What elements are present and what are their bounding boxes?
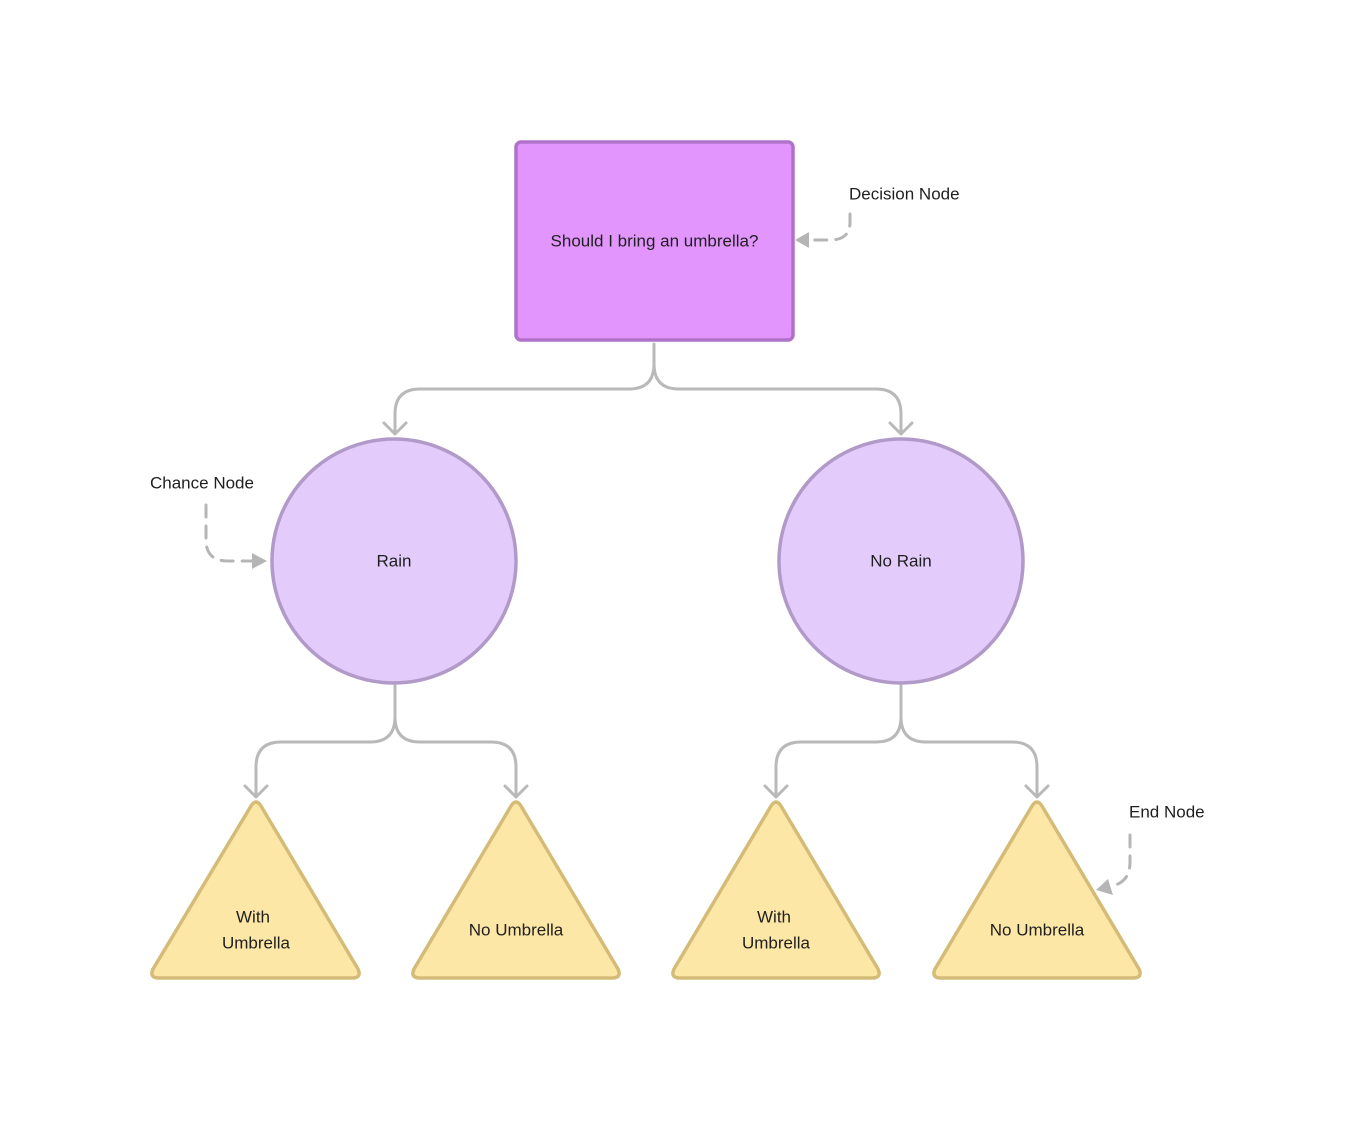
chance-node-no-rain-circle	[777, 437, 1025, 685]
connectors-rain	[243, 684, 529, 799]
callout-end-node: End Node	[1096, 802, 1205, 895]
arrowhead-no-rain	[888, 421, 914, 436]
callout-end-arrowhead	[1096, 879, 1113, 895]
decision-node-box	[514, 140, 795, 342]
connector-rain-to-without	[393, 715, 518, 798]
end-node-norain-no-umbrella[interactable]: No Umbrella	[932, 800, 1142, 980]
connector-rain-to-with	[254, 684, 397, 798]
connector-decision-to-rain	[393, 342, 656, 435]
arrowhead-rain-without	[503, 784, 529, 799]
end-node-norain-with-triangle	[671, 800, 881, 980]
end-node-rain-with-label-line1: With	[236, 907, 270, 926]
end-node-rain-without-label: No Umbrella	[469, 920, 564, 939]
connector-norain-to-with	[774, 684, 903, 798]
end-node-rain-with-label-line2: Umbrella	[222, 933, 291, 952]
chance-node-rain[interactable]: Rain	[270, 437, 518, 685]
end-node-norain-with-label-line1: With	[757, 907, 791, 926]
chance-node-no-rain-label: No Rain	[870, 551, 931, 570]
arrowhead-norain-with	[763, 784, 789, 799]
end-node-norain-without-label: No Umbrella	[990, 920, 1085, 939]
end-node-norain-without-triangle	[932, 800, 1142, 980]
chance-node-no-rain[interactable]: No Rain	[777, 437, 1025, 685]
end-node-norain-with-umbrella[interactable]: With Umbrella	[671, 800, 881, 980]
arrowhead-norain-without	[1024, 784, 1050, 799]
callout-end-label: End Node	[1129, 802, 1205, 821]
decision-node[interactable]: Should I bring an umbrella?	[514, 140, 795, 342]
callout-chance-node: Chance Node	[150, 473, 267, 569]
end-node-rain-no-umbrella[interactable]: No Umbrella	[411, 800, 621, 980]
connector-norain-to-without	[899, 715, 1039, 798]
callout-chance-line	[204, 503, 254, 563]
end-node-rain-with-triangle	[150, 800, 361, 980]
callout-decision-node: Decision Node	[795, 184, 960, 248]
arrowhead-rain	[382, 421, 408, 436]
connectors-no-rain	[763, 684, 1050, 799]
connector-decision-to-no-rain	[652, 362, 903, 435]
callout-decision-line	[810, 212, 852, 242]
callout-decision-label: Decision Node	[849, 184, 960, 203]
chance-node-rain-circle	[270, 437, 518, 685]
callout-chance-label: Chance Node	[150, 473, 254, 492]
end-node-rain-without-triangle	[411, 800, 621, 980]
end-node-rain-with-umbrella[interactable]: With Umbrella	[150, 800, 361, 980]
decision-node-label: Should I bring an umbrella?	[551, 231, 759, 250]
callout-end-line	[1110, 833, 1132, 888]
callout-decision-arrowhead	[795, 232, 809, 248]
chance-node-rain-label: Rain	[377, 551, 412, 570]
connectors-level-1	[382, 342, 914, 436]
end-node-norain-with-label-line2: Umbrella	[742, 933, 811, 952]
callout-chance-arrowhead	[252, 553, 267, 569]
arrowhead-rain-with	[243, 784, 269, 799]
